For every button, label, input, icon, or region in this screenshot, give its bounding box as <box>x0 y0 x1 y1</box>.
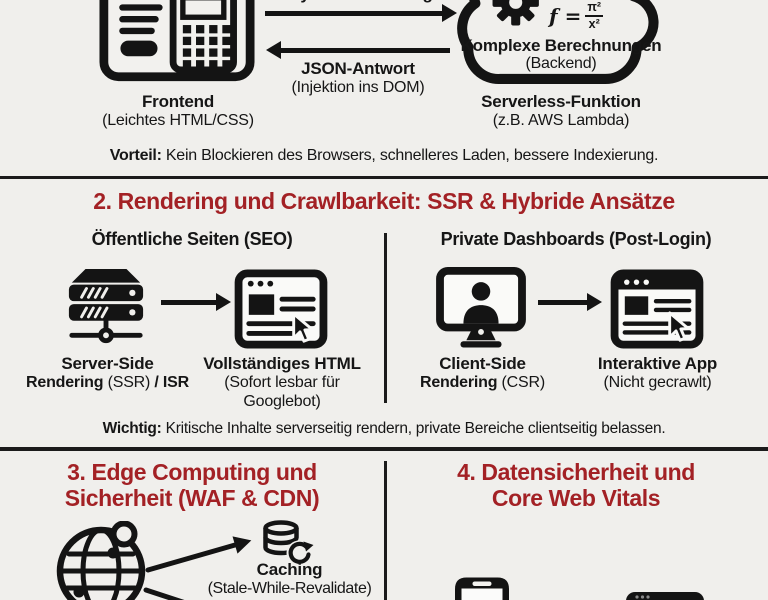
benefit-label: Vorteil: <box>109 147 162 164</box>
cursor-icon <box>292 312 314 343</box>
full-html-subtitle: (Sofort lesbar für Googlebot) <box>224 374 340 410</box>
globe-icon <box>56 521 146 600</box>
phone-dark-icon <box>626 592 704 600</box>
section4-title: 4. Datensicherheit und Core Web Vitals <box>406 459 746 511</box>
section2-left-header: Öffentliche Seiten (SEO) <box>91 229 293 249</box>
response-label: JSON-Antwort (Injektion ins DOM) <box>258 59 458 98</box>
phone-outline-icon <box>455 577 509 600</box>
section4-title-line1: 4. Datensicherheit und <box>457 459 695 485</box>
cache-database-icon <box>263 520 314 566</box>
server-icon <box>68 268 144 344</box>
section4-title-line2: Core Web Vitals <box>491 485 661 512</box>
csr-title: Client-Side <box>439 354 526 373</box>
cursor-icon <box>668 311 690 342</box>
important-line: Wichtig: Kritische Inhalte serverseitig … <box>0 420 768 438</box>
serverless-label: Serverless-Funktion (z.B. AWS Lambda) <box>446 92 676 131</box>
formula-numerator: π² <box>585 0 604 18</box>
app-title: Interaktive App <box>597 354 718 373</box>
async-request-label: Asynchrone Anfrage <box>258 0 463 4</box>
section3-title-line1: 3. Edge Computing und <box>67 459 317 485</box>
request-arrow-icon <box>265 4 457 22</box>
section2-column-divider <box>384 233 387 403</box>
browser-window-icon <box>234 269 328 349</box>
monitor-user-icon <box>436 267 526 348</box>
response-arrow-icon <box>266 41 450 59</box>
frontend-subtitle: (Leichtes HTML/CSS) <box>102 112 254 130</box>
section-divider-1 <box>0 176 768 179</box>
important-label: Wichtig: <box>102 420 162 437</box>
section3-title-line2: Sicherheit (WAF & CDN) <box>64 485 320 512</box>
gear-icon <box>492 0 539 26</box>
full-html-title: Vollständiges HTML <box>203 354 361 373</box>
cloud-icon <box>457 0 659 84</box>
section2-title: 2. Rendering und Crawlbarkeit: SSR & Hyb… <box>93 188 675 214</box>
full-html-label: Vollständiges HTML (Sofort lesbar für Go… <box>202 354 362 411</box>
section2-right-header: Private Dashboards (Post-Login) <box>440 229 712 249</box>
csr-label: Client-Side Rendering (CSR) <box>395 354 570 393</box>
section3-column-divider <box>384 461 387 600</box>
cloud-title: Komplexe Berechnungen <box>460 36 662 55</box>
section-divider-2 <box>0 447 768 451</box>
serverless-title: Serverless-Funktion <box>481 92 641 111</box>
frontend-label: Frontend (Leichtes HTML/CSS) <box>78 92 278 131</box>
benefit-text: Kein Blockieren des Browsers, schnellere… <box>161 147 659 164</box>
app-label: Interaktive App (Nicht gecrawlt) <box>570 354 745 393</box>
serverless-subtitle: (z.B. AWS Lambda) <box>492 112 630 130</box>
caching-subtitle: (Stale-While-Revalidate) <box>207 580 372 598</box>
frontend-title: Frontend <box>141 92 215 111</box>
cloud-subtitle: (Backend) <box>525 55 597 72</box>
refresh-icon <box>288 541 314 564</box>
formula-lhs: f = <box>549 4 582 29</box>
caching-label: Caching (Stale-While-Revalidate) <box>192 560 387 599</box>
person-head <box>471 282 491 301</box>
ssr-subtitle: Rendering (SSR) / ISR <box>26 374 189 392</box>
app-window-icon <box>610 269 704 349</box>
csr-subtitle: Rendering (CSR) <box>419 374 545 392</box>
csr-arrow-icon <box>538 293 602 311</box>
person-body <box>463 305 499 324</box>
section3-title: 3. Edge Computing und Sicherheit (WAF & … <box>22 459 362 511</box>
formula-denominator: x² <box>588 17 600 32</box>
response-subtitle: (Injektion ins DOM) <box>291 79 425 97</box>
ssr-title: Server-Side <box>61 354 154 373</box>
calculator-icon <box>169 0 237 74</box>
ssr-arrow-icon <box>161 293 231 311</box>
important-text: Kritische Inhalte serverseitig rendern, … <box>161 420 666 437</box>
ssr-label: Server-Side Rendering (SSR) / ISR <box>10 354 205 393</box>
app-subtitle: (Nicht gecrawlt) <box>603 374 712 392</box>
formula: f = π² x² <box>549 0 604 32</box>
caching-title: Caching <box>256 560 323 579</box>
pill-shape <box>120 40 158 57</box>
edge-arrows-icon <box>143 536 252 600</box>
response-title: JSON-Antwort <box>301 59 415 78</box>
frontend-icon <box>99 0 255 82</box>
benefit-line: Vorteil: Kein Blockieren des Browsers, s… <box>0 147 768 165</box>
